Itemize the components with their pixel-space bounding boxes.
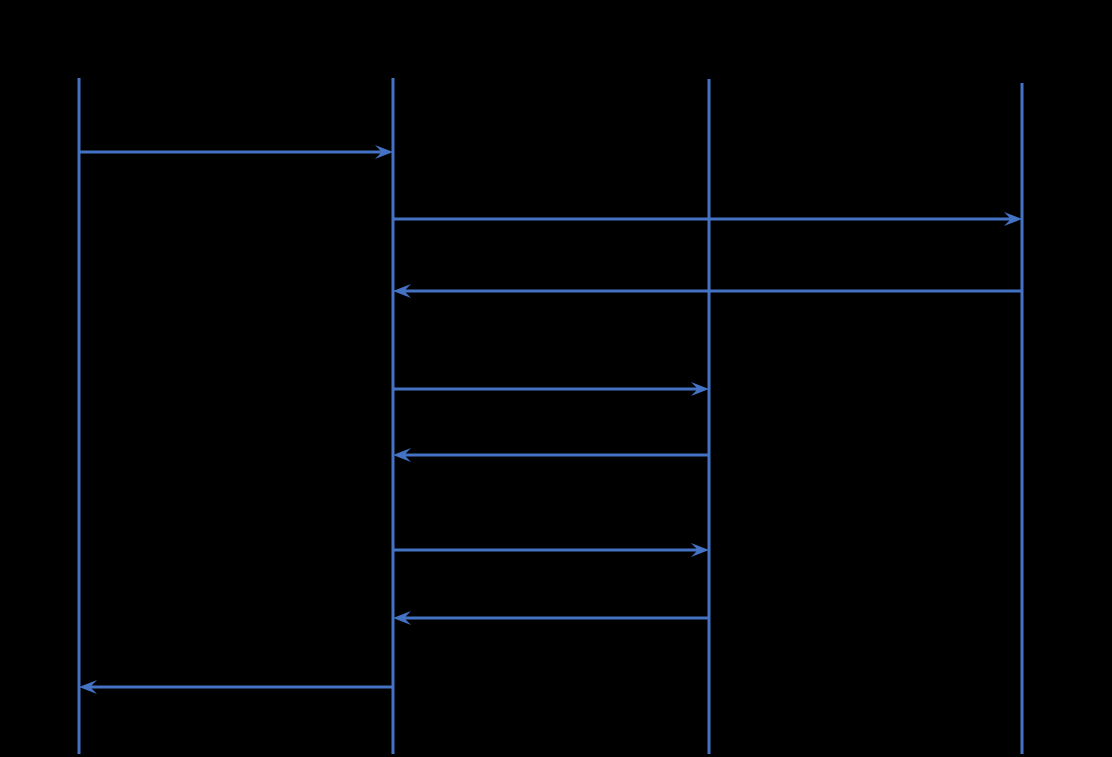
message-4-arrowhead-icon [691, 382, 709, 396]
message-2-arrowhead-icon [1004, 212, 1022, 226]
message-5-arrowhead-icon [393, 448, 411, 462]
message-6-arrowhead-icon [691, 543, 709, 557]
message-1-arrowhead-icon [375, 145, 393, 159]
message-8-arrowhead-icon [79, 680, 97, 694]
message-3-arrowhead-icon [393, 284, 411, 298]
message-7-arrowhead-icon [393, 611, 411, 625]
